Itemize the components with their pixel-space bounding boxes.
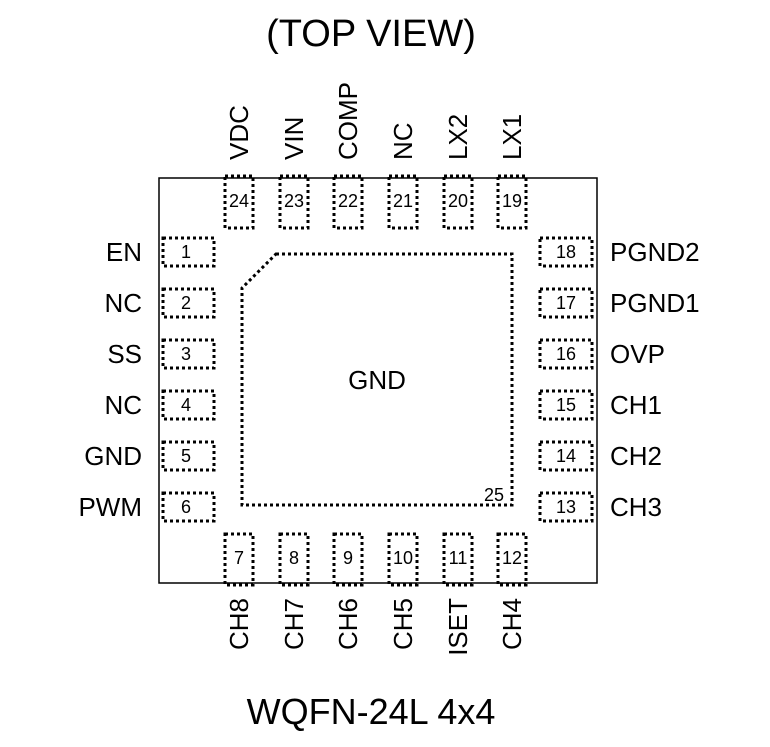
pin-pad-18 xyxy=(538,236,594,268)
pin-number-12: 12 xyxy=(502,548,522,568)
pin-pad-19 xyxy=(496,174,528,230)
pin-name-13: CH3 xyxy=(610,492,662,522)
exposed-pad-label: GND xyxy=(348,365,406,395)
pin-number-16: 16 xyxy=(556,344,576,364)
pin-pad-14 xyxy=(538,440,594,472)
pin-number-2: 2 xyxy=(181,293,191,313)
pin-number-20: 20 xyxy=(448,191,468,211)
pin-name-17: PGND1 xyxy=(610,288,700,318)
package-body xyxy=(158,177,598,584)
pin-number-13: 13 xyxy=(556,497,576,517)
pin-number-24: 24 xyxy=(229,191,249,211)
pin-name-2: NC xyxy=(104,288,142,318)
pin-pad-16 xyxy=(538,338,594,370)
pin-name-1: EN xyxy=(106,237,142,267)
pin-name-12: CH4 xyxy=(497,598,527,650)
pin-pad-7 xyxy=(223,532,255,587)
pin-name-9: CH6 xyxy=(333,598,363,650)
pin-pad-4 xyxy=(161,389,216,421)
pin-number-17: 17 xyxy=(556,293,576,313)
pin-pad-9 xyxy=(332,532,364,587)
pin-name-18: PGND2 xyxy=(610,237,700,267)
pin-name-6: PWM xyxy=(78,492,142,522)
pin-number-22: 22 xyxy=(338,191,358,211)
pin-pad-8 xyxy=(278,532,310,587)
pin-pad-21 xyxy=(387,174,419,230)
pin-name-20: LX2 xyxy=(443,114,473,160)
pin-name-19: LX1 xyxy=(497,114,527,160)
pin-number-6: 6 xyxy=(181,497,191,517)
pin-number-15: 15 xyxy=(556,395,576,415)
pin-name-21: NC xyxy=(388,122,418,160)
pin-number-5: 5 xyxy=(181,446,191,466)
pin-pad-13 xyxy=(538,491,594,523)
pin-name-10: CH5 xyxy=(388,598,418,650)
pin-pad-11 xyxy=(442,532,474,587)
pin-number-7: 7 xyxy=(234,548,244,568)
pin-number-14: 14 xyxy=(556,446,576,466)
pin-name-3: SS xyxy=(107,339,142,369)
pin-name-16: OVP xyxy=(610,339,665,369)
pin-pad-24 xyxy=(223,174,255,230)
pin-name-4: NC xyxy=(104,390,142,420)
pin-pad-22 xyxy=(332,174,364,230)
exposed-pad-number: 25 xyxy=(484,485,504,505)
pin-number-3: 3 xyxy=(181,344,191,364)
pin-pad-10 xyxy=(387,532,419,587)
pin-name-7: CH8 xyxy=(224,598,254,650)
pin-name-11: ISET xyxy=(443,598,473,656)
pin-name-23: VIN xyxy=(279,117,309,160)
pin-name-22: COMP xyxy=(333,82,363,160)
pin-name-24: VDC xyxy=(224,105,254,160)
pin-pad-15 xyxy=(538,389,594,421)
pin-pad-5 xyxy=(161,440,216,472)
pin-number-8: 8 xyxy=(289,548,299,568)
pin-pad-23 xyxy=(278,174,310,230)
pin-name-8: CH7 xyxy=(279,598,309,650)
pin-number-23: 23 xyxy=(284,191,304,211)
pin-number-21: 21 xyxy=(393,191,413,211)
pin-number-1: 1 xyxy=(181,242,191,262)
pin-pad-6 xyxy=(161,491,216,523)
pin-number-18: 18 xyxy=(556,242,576,262)
pin-number-4: 4 xyxy=(181,395,191,415)
pin-pad-1 xyxy=(161,236,216,268)
pin-pad-3 xyxy=(161,338,216,370)
pin-pad-2 xyxy=(161,287,216,319)
pin-name-15: CH1 xyxy=(610,390,662,420)
pin-pad-20 xyxy=(442,174,474,230)
pin-name-14: CH2 xyxy=(610,441,662,471)
pin-pad-12 xyxy=(496,532,528,587)
pin-number-9: 9 xyxy=(343,548,353,568)
pin-pad-17 xyxy=(538,287,594,319)
view-title: (TOP VIEW) xyxy=(266,13,476,55)
package-name: WQFN-24L 4x4 xyxy=(247,691,496,732)
pin-number-19: 19 xyxy=(502,191,522,211)
pin-number-10: 10 xyxy=(393,548,413,568)
pin-number-11: 11 xyxy=(449,548,468,568)
pin-name-5: GND xyxy=(84,441,142,471)
